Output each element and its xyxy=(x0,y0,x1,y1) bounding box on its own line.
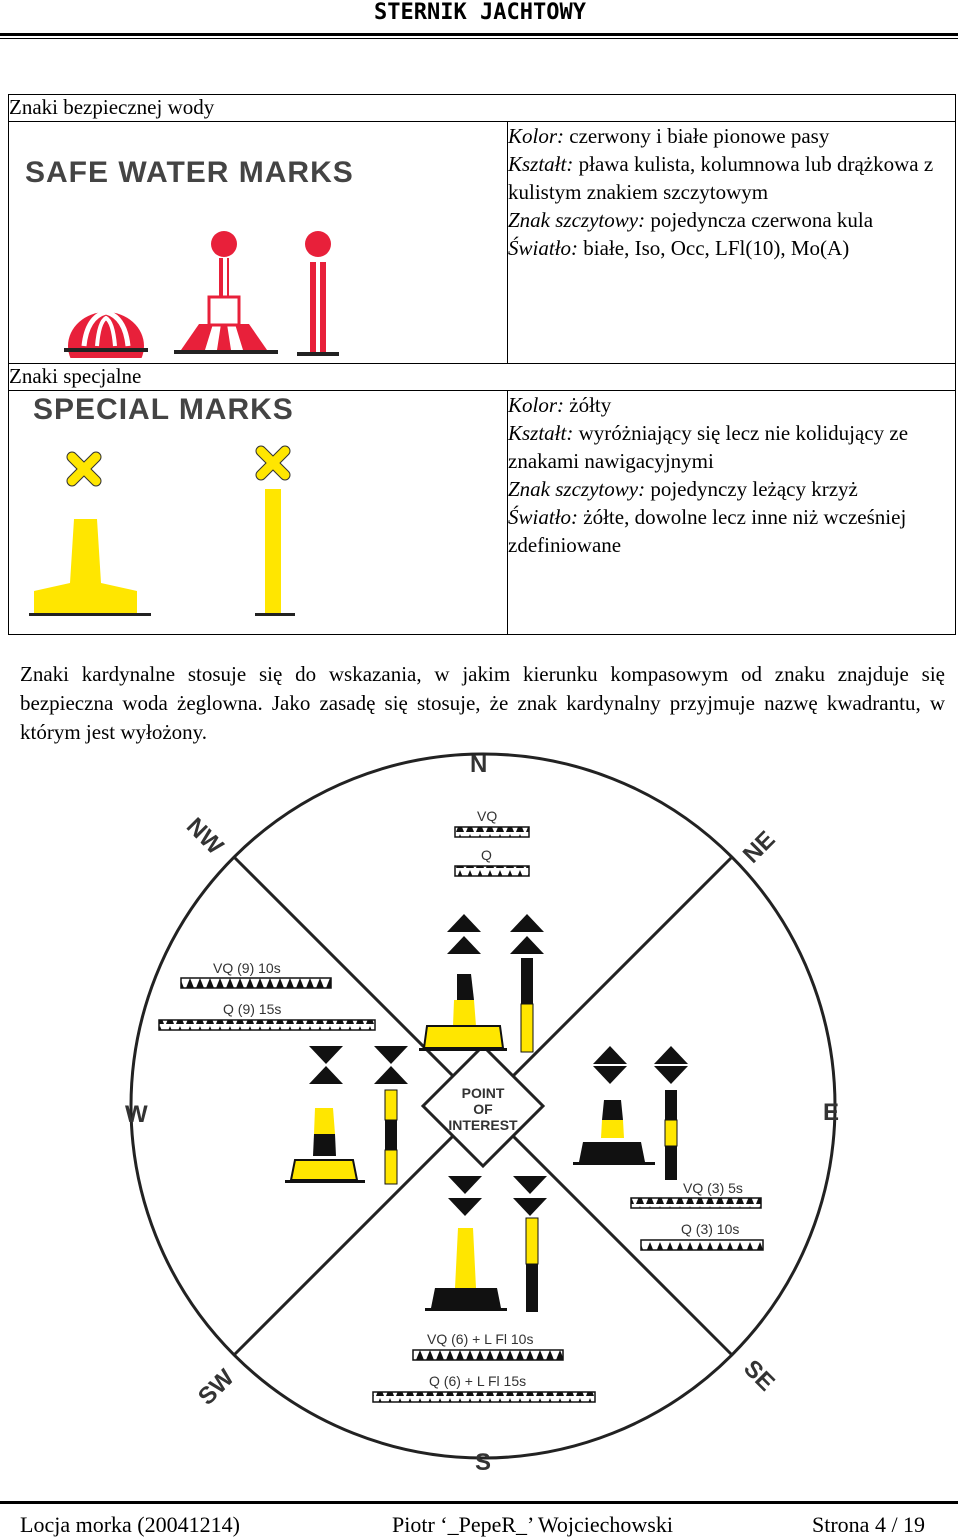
compass-label-n: N xyxy=(470,751,487,778)
south-spar-buoy-icon xyxy=(525,1217,539,1312)
north-vq-label: VQ xyxy=(477,808,497,824)
safe-water-heading: SAFE WATER MARKS xyxy=(25,156,354,189)
special-heading: SPECIAL MARKS xyxy=(33,393,294,426)
compass-label-sw: SW xyxy=(193,1364,240,1411)
page-header: STERNIK JACHTOWY xyxy=(374,0,586,25)
yellow-pillar-buoy-icon xyxy=(29,519,151,616)
west-vq-label: VQ (9) 10s xyxy=(213,960,281,976)
north-q-label: Q xyxy=(481,847,492,863)
safe-water-image-cell: SAFE WATER MARKS xyxy=(8,121,508,380)
special-marks-illustration: SPECIAL MARKS xyxy=(29,393,295,616)
safe-water-title: Znaki bezpiecznej wody xyxy=(8,94,956,122)
north-pillar-buoy-icon xyxy=(419,974,507,1051)
west-topmark-icon xyxy=(309,1046,408,1084)
footer-center: Piotr ‘_PepeR_’ Wojciechowski xyxy=(392,1512,673,1537)
west-q-bar xyxy=(158,1019,376,1031)
south-pillar-buoy-icon xyxy=(425,1228,507,1311)
north-vq-bar xyxy=(454,826,530,838)
cardinal-paragraph: Znaki kardynalne stosuje się do wskazani… xyxy=(20,662,945,744)
north-spar-buoy-icon xyxy=(520,958,534,1053)
south-vq-bar xyxy=(412,1349,564,1361)
west-q-label: Q (9) 15s xyxy=(223,1001,281,1017)
compass-label-w: W xyxy=(125,1101,148,1128)
footer-rule xyxy=(0,1501,958,1504)
west-pillar-buoy-icon xyxy=(285,1108,365,1183)
header-rule xyxy=(0,33,958,36)
spar-buoy-icon xyxy=(297,231,339,356)
yellow-cross-icon xyxy=(66,451,102,487)
compass-label-ne: NE xyxy=(738,826,781,869)
south-q-label: Q (6) + L Fl 15s xyxy=(429,1373,526,1389)
compass-circle xyxy=(129,752,837,1460)
spherical-buoy-icon xyxy=(64,309,148,380)
compass-label-se: SE xyxy=(738,1355,780,1397)
east-vq-bar xyxy=(630,1197,762,1209)
safe-water-properties: Kolor: czerwony i białe pionowe pasy Ksz… xyxy=(507,121,956,364)
pillar-buoy-icon xyxy=(174,231,278,354)
south-q-bar xyxy=(372,1391,596,1403)
svg-text:INTEREST: INTEREST xyxy=(448,1117,518,1133)
east-topmark-icon xyxy=(593,1046,688,1084)
compass-label-nw: NW xyxy=(181,813,229,861)
marks-table: Znaki bezpiecznej wody SAFE WATER MARKS xyxy=(8,94,956,635)
east-vq-label: VQ (3) 5s xyxy=(683,1180,743,1196)
compass-label-s: S xyxy=(475,1449,491,1476)
header-rule-thin xyxy=(0,38,958,39)
svg-text:POINT: POINT xyxy=(462,1085,505,1101)
west-vq-bar xyxy=(180,977,332,989)
west-spar-buoy-icon xyxy=(384,1089,398,1185)
footer-left: Locja morka (20041214) xyxy=(20,1512,240,1537)
special-marks-title: Znaki specjalne xyxy=(8,363,956,391)
south-vq-label: VQ (6) + L Fl 10s xyxy=(427,1331,533,1347)
east-q-bar xyxy=(640,1239,764,1251)
safe-water-illustration: SAFE WATER MARKS xyxy=(25,156,354,380)
point-of-interest: POINT OF INTEREST xyxy=(420,1043,546,1169)
north-topmark-icon xyxy=(447,914,544,954)
svg-text:OF: OF xyxy=(473,1101,493,1117)
special-properties: Kolor: żółty Kształt: wyróżniający się l… xyxy=(507,390,956,635)
north-q-bar xyxy=(454,865,530,877)
special-image-cell: SPECIAL MARKS xyxy=(8,390,508,635)
compass-label-e: E xyxy=(823,1099,839,1126)
east-pillar-buoy-icon xyxy=(573,1100,655,1165)
east-spar-buoy-icon xyxy=(664,1090,678,1180)
footer-right: Strona 4 / 19 xyxy=(812,1512,926,1537)
yellow-spar-buoy-icon xyxy=(255,489,295,616)
yellow-cross-icon xyxy=(255,445,291,481)
south-topmark-icon xyxy=(448,1176,547,1216)
east-q-label: Q (3) 10s xyxy=(681,1221,739,1237)
cardinal-marks-diagram: N S E W NW NE SW SE POINT OF INTEREST VQ… xyxy=(125,751,839,1476)
